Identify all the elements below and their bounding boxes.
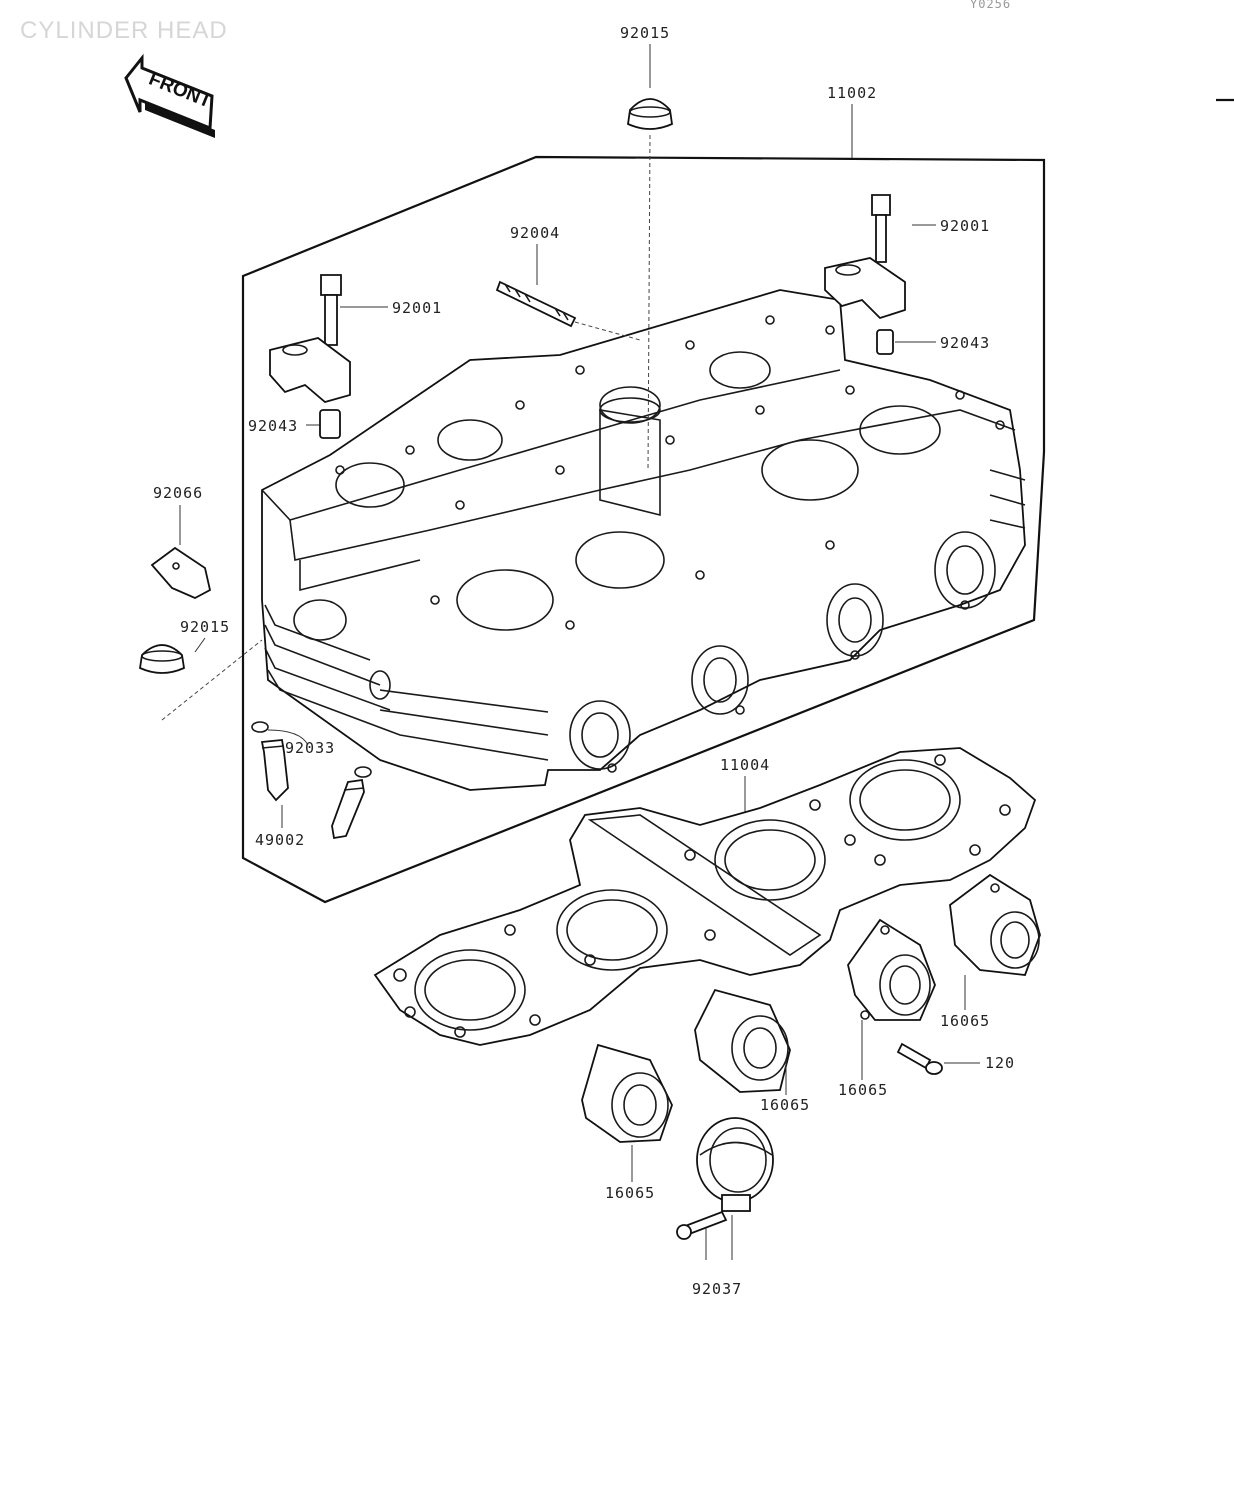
label-16065-left: 16065 [605, 1184, 655, 1202]
label-92043-right: 92043 [940, 334, 990, 352]
cylinder-head [261, 289, 1026, 791]
figure-reference: Y0256 [970, 0, 1011, 11]
label-49002: 49002 [255, 831, 305, 849]
label-92015-top: 92015 [620, 24, 670, 42]
label-16065-center: 16065 [760, 1096, 810, 1114]
front-arrow: FRONT [124, 53, 215, 138]
label-92004: 92004 [510, 224, 560, 242]
dowel-92043-right [876, 329, 894, 355]
label-120: 120 [985, 1054, 1015, 1072]
label-92001-right: 92001 [940, 217, 990, 235]
label-92043-left: 92043 [248, 417, 298, 435]
cap-92066 [150, 546, 212, 599]
label-92037: 92037 [692, 1280, 742, 1298]
axis-92004 [574, 321, 641, 341]
leader-92033 [267, 729, 309, 746]
valve-guide-2 [331, 778, 365, 840]
carb-holder-right [847, 918, 936, 1021]
dowel-92043-left [319, 409, 341, 439]
leader-92015-left [194, 637, 206, 653]
bolt-92001-left [320, 274, 342, 346]
clamp-92037 [676, 1117, 774, 1240]
label-16065-right: 16065 [838, 1081, 888, 1099]
screw-120 [896, 1042, 943, 1075]
label-92015-left: 92015 [180, 618, 230, 636]
camshaft-cap-right [824, 257, 906, 320]
bolt-92001-right [871, 194, 891, 263]
label-11004: 11004 [720, 756, 770, 774]
oring-92033 [251, 721, 372, 778]
label-11002: 11002 [827, 84, 877, 102]
carb-holder-left [581, 1043, 673, 1143]
label-92066: 92066 [153, 484, 203, 502]
label-92033: 92033 [285, 739, 335, 757]
head-gasket [373, 747, 1037, 1046]
assembly-outline [241, 155, 1046, 904]
diagram-title: CYLINDER HEAD [20, 17, 228, 44]
label-92001-left: 92001 [392, 299, 442, 317]
valve-guide-1 [260, 739, 289, 802]
carb-holder-center [694, 988, 791, 1093]
axis-92015-left [161, 639, 263, 721]
cap-nut-top [627, 98, 673, 130]
carb-holder-far-right [949, 873, 1041, 976]
stud-92004 [495, 280, 577, 328]
label-16065-far-right: 16065 [940, 1012, 990, 1030]
camshaft-cap-left [269, 337, 351, 403]
cap-nut-left [139, 644, 185, 674]
